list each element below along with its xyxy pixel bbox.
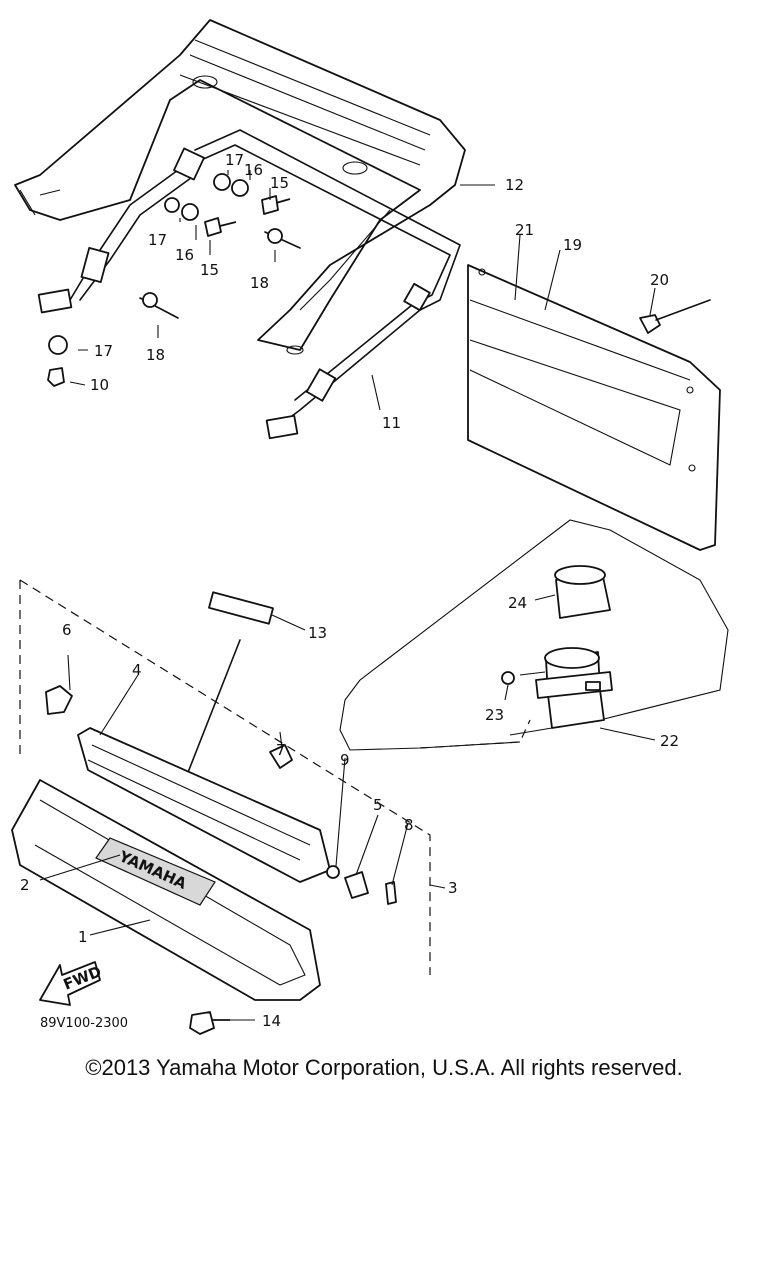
callout-18b: 18 bbox=[250, 274, 269, 292]
callout-15b: 15 bbox=[200, 261, 219, 279]
callout-2: 2 bbox=[20, 876, 30, 894]
fastener-group bbox=[47, 173, 301, 387]
callout-17b: 17 bbox=[225, 151, 244, 169]
callout-18a: 18 bbox=[146, 346, 165, 364]
callout-15a: 15 bbox=[270, 174, 289, 192]
callout-16b: 16 bbox=[175, 246, 194, 264]
copyright-notice: ©2013 Yamaha Motor Corporation, U.S.A. A… bbox=[85, 1055, 683, 1080]
drain-fitting bbox=[501, 565, 613, 729]
hinge-hardware bbox=[45, 685, 397, 905]
callout-22: 22 bbox=[660, 732, 679, 750]
drawing-code: 89V100-2300 bbox=[40, 1016, 129, 1031]
callout-4: 4 bbox=[132, 661, 142, 679]
callout-10: 13 bbox=[308, 624, 327, 642]
callout-12: 11 bbox=[382, 414, 401, 432]
callout-20: 20 bbox=[650, 271, 669, 289]
callout-17c: 17 bbox=[148, 231, 167, 249]
hull-section bbox=[339, 519, 729, 751]
callout-3: 3 bbox=[448, 879, 458, 897]
callout-16a: 16 bbox=[244, 161, 263, 179]
callout-17a: 17 bbox=[94, 342, 113, 360]
callout-9: 9 bbox=[340, 751, 350, 769]
seat-handle-frame bbox=[14, 19, 466, 355]
callout-24: 24 bbox=[508, 594, 527, 612]
callout-8: 8 bbox=[404, 816, 414, 834]
callout-14: 10 bbox=[90, 376, 109, 394]
callout-21: 21 bbox=[515, 221, 534, 239]
rear-flap bbox=[467, 264, 721, 551]
forward-arrow-icon: FWD bbox=[39, 961, 104, 1006]
cushion-strip bbox=[208, 591, 274, 625]
grab-bar bbox=[37, 129, 461, 440]
leader-lines bbox=[39, 170, 656, 1021]
glove-box-lid bbox=[11, 779, 321, 1001]
lid-bolt bbox=[189, 1011, 230, 1035]
assembly-boundary bbox=[19, 579, 431, 975]
callout-19: 19 bbox=[563, 236, 582, 254]
callout-labels: 12 11 10 17 18 17 16 15 17 16 15 18 21 1… bbox=[20, 151, 679, 1030]
callout-13: 12 bbox=[505, 176, 524, 194]
rivet bbox=[639, 299, 711, 334]
callout-5: 5 bbox=[373, 796, 383, 814]
callout-7a: 7 bbox=[276, 741, 286, 759]
callout-1: 1 bbox=[78, 928, 88, 946]
exploded-parts-diagram: YAMAHA FWD 12 11 10 17 18 17 16 15 17 16… bbox=[11, 19, 729, 1035]
callout-11: 14 bbox=[262, 1012, 281, 1030]
callout-6: 6 bbox=[62, 621, 72, 639]
callout-23: 23 bbox=[485, 706, 504, 724]
